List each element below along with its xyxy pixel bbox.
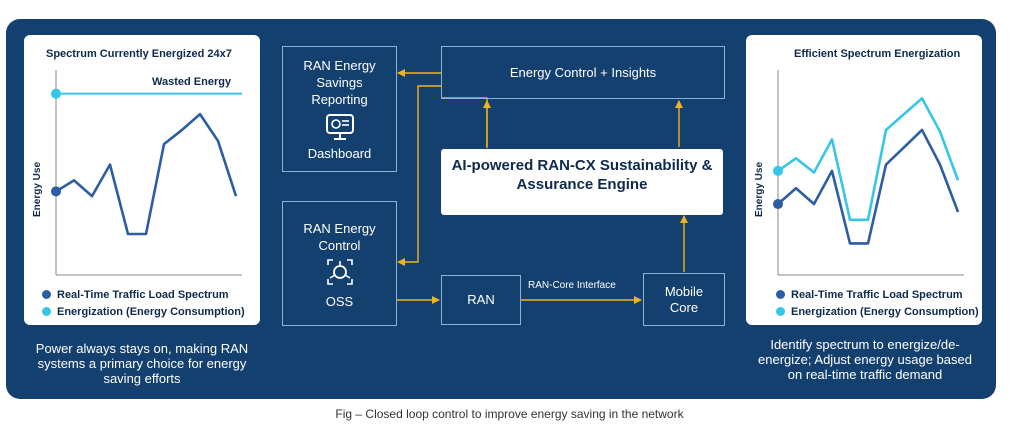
reporting-label: RAN Energy Savings Reporting [303, 58, 376, 107]
ran-box[interactable]: RAN [441, 275, 521, 325]
left-chart-plot: Wasted Energy [51, 70, 242, 276]
right-chart-title: Efficient Spectrum Energization [794, 48, 961, 60]
right-series-energization-line [777, 97, 960, 222]
mobile-core-label: Mobile Core [664, 284, 704, 315]
energy-control-insights-box[interactable]: Energy Control + Insights [441, 46, 725, 99]
left-legend-energization: Energization (Energy Consumption) [42, 306, 245, 318]
right-caption: Identify spectrum to energize/de-energiz… [758, 337, 972, 382]
right-energization-start-point [773, 165, 783, 176]
dashboard-label: Dashboard [307, 146, 372, 161]
oss-label: OSS [325, 294, 354, 309]
energization-legend-marker [42, 307, 51, 316]
left-chart-title: Spectrum Currently Energized 24x7 [46, 48, 232, 60]
right-legend-traffic-label: Real-Time Traffic Load Spectrum [791, 289, 963, 301]
arrow-insights-to-control [397, 85, 441, 266]
figure-caption: Fig – Closed loop control to improve ene… [335, 407, 684, 421]
left-traffic-start-point [51, 186, 61, 197]
traffic-legend-marker [776, 290, 785, 299]
left-energization-start-point [51, 88, 61, 99]
ran-core-interface-label: RAN-Core Interface [528, 280, 616, 291]
connector-insights-down [441, 97, 488, 148]
right-traffic-start-point [773, 199, 783, 210]
left-chart-card: Spectrum Currently Energized 24x7 Wasted… [24, 35, 260, 325]
ai-sustainability-engine-box[interactable]: AI-powered RAN-CX Sustainability & Assur… [441, 149, 723, 215]
right-chart-card: Efficient Spectrum Energization Energy U… [746, 35, 982, 325]
traffic-legend-marker [42, 290, 51, 299]
left-legend-traffic: Real-Time Traffic Load Spectrum [42, 289, 229, 301]
left-annotation-wasted-energy: Wasted Energy [152, 76, 232, 88]
dashboard-monitor-icon [326, 114, 354, 140]
left-series-traffic-line [55, 112, 238, 236]
right-chart-plot [773, 70, 964, 276]
ran-energy-savings-reporting-box[interactable]: RAN Energy Savings Reporting Dashboard [282, 46, 397, 172]
right-legend-energization-label: Energization (Energy Consumption) [791, 306, 979, 318]
left-caption: Power always stays on, making RAN system… [35, 341, 249, 386]
right-legend-traffic: Real-Time Traffic Load Spectrum [776, 289, 963, 301]
left-legend-traffic-label: Real-Time Traffic Load Spectrum [57, 289, 229, 301]
ran-energy-control-box[interactable]: RAN Energy Control OSS [282, 201, 397, 326]
right-legend-energization: Energization (Energy Consumption) [776, 306, 979, 318]
left-legend-energization-label: Energization (Energy Consumption) [57, 306, 245, 318]
oss-network-icon [327, 259, 353, 285]
right-series-traffic-line [777, 128, 960, 245]
mobile-core-box[interactable]: Mobile Core [643, 273, 725, 326]
energization-legend-marker [776, 307, 785, 316]
control-label: RAN Energy Control [303, 221, 376, 253]
